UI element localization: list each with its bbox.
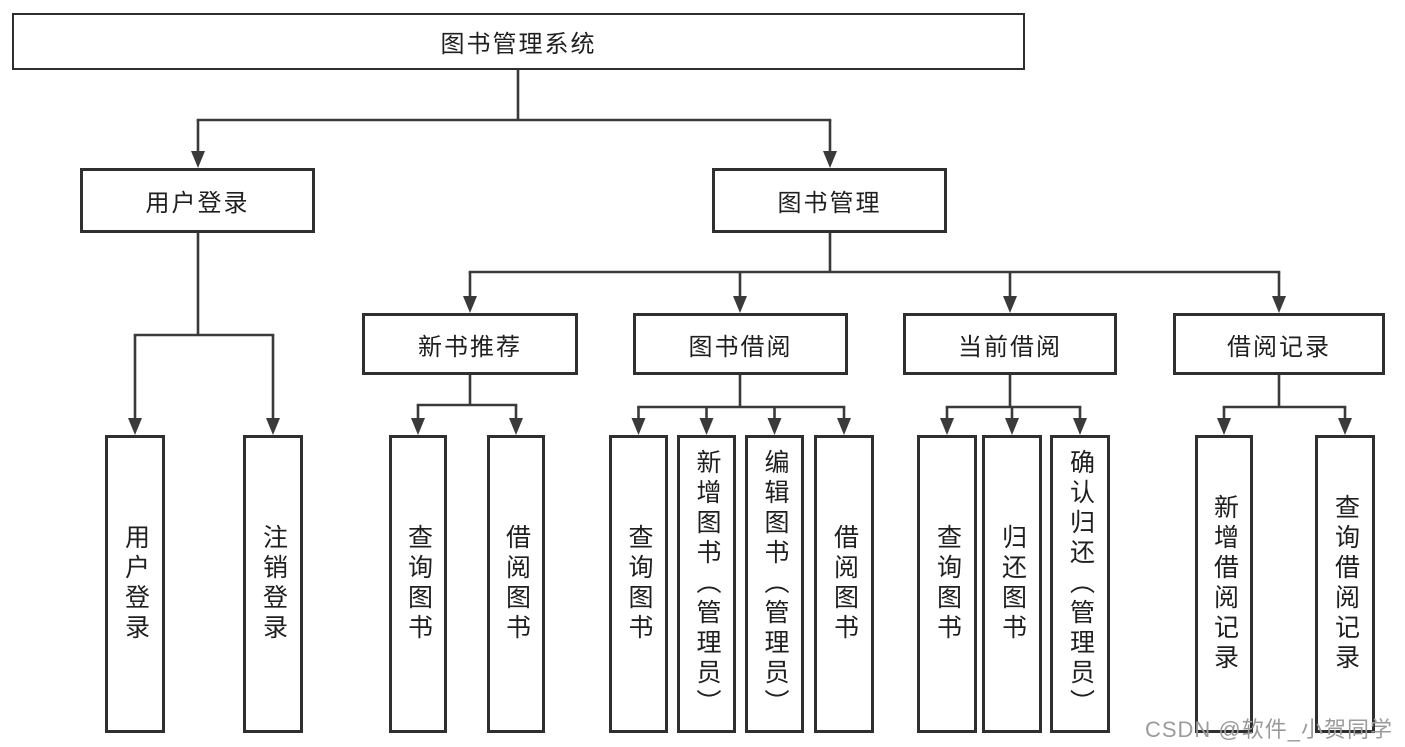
node-label: 借阅记录 bbox=[1227, 333, 1331, 361]
node-label: 编辑图书（管理员） bbox=[761, 449, 789, 719]
leaf-query-borrow-record: 查询借阅记录 bbox=[1315, 435, 1375, 733]
node-new-book-recommendation: 新书推荐 bbox=[362, 313, 578, 375]
leaf-logout: 注销登录 bbox=[243, 435, 303, 733]
leaf-edit-books-admin: 编辑图书（管理员） bbox=[745, 435, 804, 733]
leaf-add-books-admin: 新增图书（管理员） bbox=[677, 435, 736, 733]
node-label: 图书借阅 bbox=[688, 333, 793, 361]
node-label: 查询图书 bbox=[625, 524, 653, 644]
node-label: 注销登录 bbox=[259, 524, 288, 644]
watermark: CSDN @软件_小贺同学 bbox=[1144, 717, 1393, 742]
leaf-borrow-books: 借阅图书 bbox=[814, 435, 874, 733]
node-label: 图书管理 bbox=[777, 190, 882, 217]
node-label: 图书管理系统 bbox=[440, 31, 597, 58]
node-label: 新增借阅记录 bbox=[1210, 494, 1239, 674]
node-label: 确认归还（管理员） bbox=[1066, 449, 1095, 719]
node-label: 用户登录 bbox=[145, 190, 250, 217]
node-label: 借阅图书 bbox=[830, 524, 859, 644]
node-label: 当前借阅 bbox=[958, 333, 1062, 361]
node-borrowing-records: 借阅记录 bbox=[1173, 313, 1385, 375]
leaf-query-books-recommend: 查询图书 bbox=[389, 435, 447, 733]
node-label: 新书推荐 bbox=[418, 333, 522, 361]
leaf-borrow-books-recommend: 借阅图书 bbox=[487, 435, 545, 733]
node-label: 用户登录 bbox=[121, 524, 150, 644]
node-label: 查询图书 bbox=[933, 524, 962, 644]
leaf-add-borrow-record: 新增借阅记录 bbox=[1195, 435, 1253, 733]
node-book-management: 图书管理 bbox=[712, 168, 947, 233]
node-label: 归还图书 bbox=[998, 524, 1027, 644]
node-book-borrowing: 图书借阅 bbox=[633, 313, 848, 375]
node-label: 借阅图书 bbox=[502, 524, 531, 644]
node-current-borrowing: 当前借阅 bbox=[903, 313, 1117, 375]
node-label: 查询图书 bbox=[404, 524, 433, 644]
leaf-query-books-borrowing: 查询图书 bbox=[609, 435, 668, 733]
leaf-query-books-current: 查询图书 bbox=[917, 435, 977, 733]
leaf-user-login: 用户登录 bbox=[105, 435, 165, 733]
node-label: 查询借阅记录 bbox=[1331, 494, 1360, 674]
node-user-login: 用户登录 bbox=[80, 168, 315, 233]
leaf-confirm-return-admin: 确认归还（管理员） bbox=[1050, 435, 1110, 733]
node-label: 新增图书（管理员） bbox=[693, 449, 721, 719]
node-library-system: 图书管理系统 bbox=[12, 13, 1025, 70]
leaf-return-books: 归还图书 bbox=[982, 435, 1042, 733]
